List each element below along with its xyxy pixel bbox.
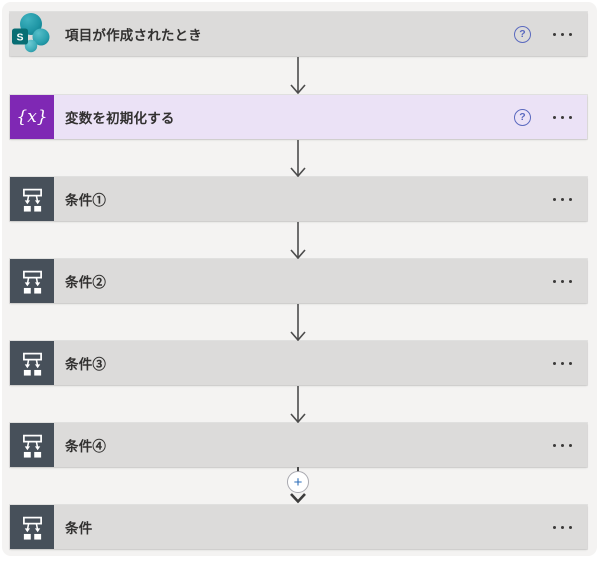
connector-arrowhead [290, 493, 306, 504]
condition-card-4[interactable]: 条件④ [10, 423, 587, 467]
step-title: 条件③ [65, 357, 107, 372]
sharepoint-icon: S [10, 12, 54, 56]
condition-card-1[interactable]: 条件① [10, 177, 587, 221]
condition-icon [10, 177, 54, 221]
more-options-icon[interactable] [551, 438, 574, 453]
more-options-icon[interactable] [551, 192, 574, 207]
step-title: 条件② [65, 275, 107, 290]
condition-branch-glyph [22, 516, 42, 540]
step-title: 条件④ [65, 439, 107, 454]
condition-branch-glyph [22, 188, 42, 212]
more-options-icon[interactable] [551, 274, 574, 289]
condition-icon [10, 341, 54, 385]
more-options-icon[interactable] [551, 27, 574, 42]
condition-icon [10, 505, 54, 549]
action-card-initialize-variable[interactable]: {x} 変数を初期化する ? [10, 95, 587, 139]
step-title: 変数を初期化する [65, 111, 175, 126]
more-options-icon[interactable] [551, 110, 574, 125]
sharepoint-logo: S [12, 13, 50, 53]
condition-branch-glyph [22, 352, 42, 376]
connector-arrow [290, 140, 306, 178]
connector-arrow [290, 57, 306, 95]
condition-branch-glyph [22, 270, 42, 294]
help-question-glyph: ? [519, 28, 526, 40]
trigger-card-when-item-created[interactable]: S 項目が作成されたとき ? [10, 12, 587, 56]
step-title: 条件① [65, 193, 107, 208]
connector-arrow [290, 386, 306, 424]
help-question-glyph: ? [519, 111, 526, 123]
insert-step-button[interactable]: + [287, 471, 309, 493]
condition-icon [10, 423, 54, 467]
help-icon[interactable]: ? [514, 25, 531, 43]
help-icon[interactable]: ? [514, 108, 531, 126]
condition-branch-glyph [22, 434, 42, 458]
plus-icon: + [293, 473, 303, 491]
variable-x-glyph: {x} [16, 107, 48, 127]
variable-icon: {x} [10, 95, 54, 139]
connector-stub [297, 467, 299, 472]
condition-icon [10, 259, 54, 303]
step-title: 条件 [65, 521, 93, 536]
connector-arrow [290, 222, 306, 260]
flow-canvas: S 項目が作成されたとき ? {x} 変数を初期化する ? [2, 2, 597, 556]
connector-arrow [290, 304, 306, 342]
more-options-icon[interactable] [551, 356, 574, 371]
svg-text:S: S [16, 32, 23, 44]
condition-card-3[interactable]: 条件③ [10, 341, 587, 385]
condition-card-5[interactable]: 条件 [10, 505, 587, 549]
more-options-icon[interactable] [551, 520, 574, 535]
step-title: 項目が作成されたとき [65, 28, 202, 43]
condition-card-2[interactable]: 条件② [10, 259, 587, 303]
